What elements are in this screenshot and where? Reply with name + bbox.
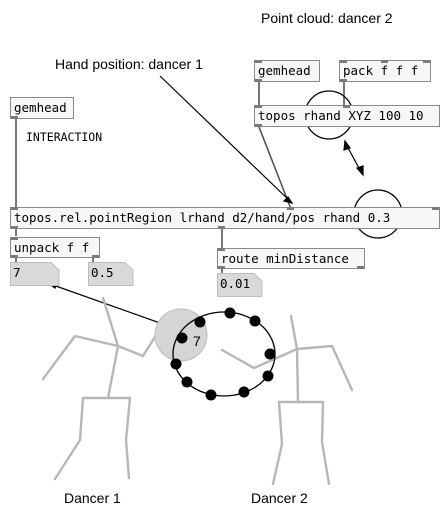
pointer-to-number <box>52 284 175 329</box>
pointer-double-arrow <box>346 145 361 171</box>
point-cloud-point <box>194 316 206 328</box>
route-object[interactable]: route minDistance <box>217 248 365 269</box>
topos-suffix: XYZ 100 10 <box>340 108 424 123</box>
outlet[interactable] <box>11 226 18 229</box>
outlet[interactable] <box>255 79 262 82</box>
point-cloud-point <box>224 307 236 319</box>
hand-position-title: Hand position: dancer 1 <box>55 56 203 72</box>
pointer-double-arrowhead-top <box>343 139 351 151</box>
inlet[interactable] <box>255 105 262 108</box>
topos-rhand-arg: rhand <box>303 108 341 123</box>
inlet[interactable] <box>255 60 262 63</box>
dancer1-right-leg <box>124 396 132 480</box>
pointer-hand-position <box>159 75 293 204</box>
topos-prefix: topos <box>258 108 304 123</box>
dancer2-left-leg <box>271 400 284 486</box>
route-label: route minDistance <box>221 251 349 266</box>
dancer2-right-arm <box>295 344 354 392</box>
inlet[interactable] <box>11 207 18 210</box>
gemhead-left-label: gemhead <box>14 100 67 115</box>
dancer1-head <box>101 296 120 348</box>
point-cloud-points <box>170 307 276 401</box>
outlet[interactable] <box>340 79 347 82</box>
gemhead-left-object[interactable]: gemhead <box>10 97 74 119</box>
number-middle-value: 0.5 <box>91 265 114 280</box>
point-cloud-point <box>249 315 261 327</box>
pointregion-rhand-arg: rhand <box>322 210 361 225</box>
point-cloud-point <box>181 376 193 388</box>
outlet[interactable] <box>92 255 99 258</box>
pack-object[interactable]: pack f f f <box>339 60 431 82</box>
inlet[interactable] <box>287 207 294 210</box>
pointer-hand-arrowhead <box>282 196 294 204</box>
inlet[interactable] <box>11 237 18 240</box>
number-box-middle-shape <box>88 262 134 286</box>
dancer2-right-leg <box>320 400 331 486</box>
dancer2-left-arm <box>220 347 299 370</box>
interaction-comment: INTERACTION <box>26 130 103 144</box>
inlet[interactable] <box>423 60 430 63</box>
pointregion-object[interactable]: topos.rel.pointRegion lrhand d2/hand/pos… <box>10 207 440 229</box>
inlet[interactable] <box>218 248 225 251</box>
dancer2-spine <box>295 347 300 404</box>
outlet[interactable] <box>218 266 225 269</box>
topos-object[interactable]: topos rhand XYZ 100 10 <box>254 105 440 127</box>
dancer1-figure <box>41 296 162 481</box>
unpack-object[interactable]: unpack f f <box>10 237 100 258</box>
dancer1-left-arm <box>41 334 120 381</box>
inlet[interactable] <box>343 105 350 108</box>
dancer1-right-arm <box>116 327 162 358</box>
point-cloud-title: Point cloud: dancer 2 <box>261 10 393 26</box>
dancer1-label: Dancer 1 <box>64 490 121 506</box>
point-cloud-point <box>264 348 276 360</box>
point-cloud-point <box>238 386 250 398</box>
inlet[interactable] <box>340 60 347 63</box>
point-cloud-outline <box>172 311 276 397</box>
number-box-route-shape <box>217 273 263 297</box>
inlet[interactable] <box>432 207 439 210</box>
number-route-value: 0.01 <box>220 276 251 291</box>
pointer-double-arrowhead-bottom <box>355 165 364 177</box>
dancer2-head <box>289 314 299 351</box>
outlet[interactable] <box>218 226 225 229</box>
inlet[interactable] <box>381 60 388 63</box>
outlet[interactable] <box>11 255 18 258</box>
dancer1-spine <box>106 344 120 400</box>
number-box-route[interactable]: 0.01 <box>217 273 263 296</box>
outlet[interactable] <box>255 124 262 127</box>
pack-label: pack f f f <box>343 63 419 78</box>
dancer2-label: Dancer 2 <box>251 490 308 506</box>
outlet[interactable] <box>11 116 18 119</box>
point-cloud-count-label: 7 <box>193 333 201 349</box>
number-box-middle[interactable]: 0.5 <box>88 262 134 285</box>
number-box-left-shape <box>10 262 60 286</box>
point-cloud-point <box>170 358 182 370</box>
gemhead-right-object[interactable]: gemhead <box>254 60 320 82</box>
point-cloud-point <box>176 332 188 344</box>
number-box-left[interactable]: 7 <box>10 262 60 285</box>
point-cloud-point <box>205 389 217 401</box>
point-cloud-point <box>262 370 274 382</box>
number-left-value: 7 <box>13 265 21 280</box>
unpack-label: unpack f f <box>14 240 90 255</box>
dancer1-left-leg <box>53 396 85 481</box>
gemhead-right-label: gemhead <box>258 63 311 78</box>
outlet[interactable] <box>357 266 364 269</box>
pointregion-suffix: 0.3 <box>360 210 391 225</box>
pointregion-prefix: topos.rel.pointRegion lrhand d2/hand/pos <box>14 210 323 225</box>
cord-topos-out <box>258 126 292 210</box>
dancer2-figure <box>220 314 354 486</box>
